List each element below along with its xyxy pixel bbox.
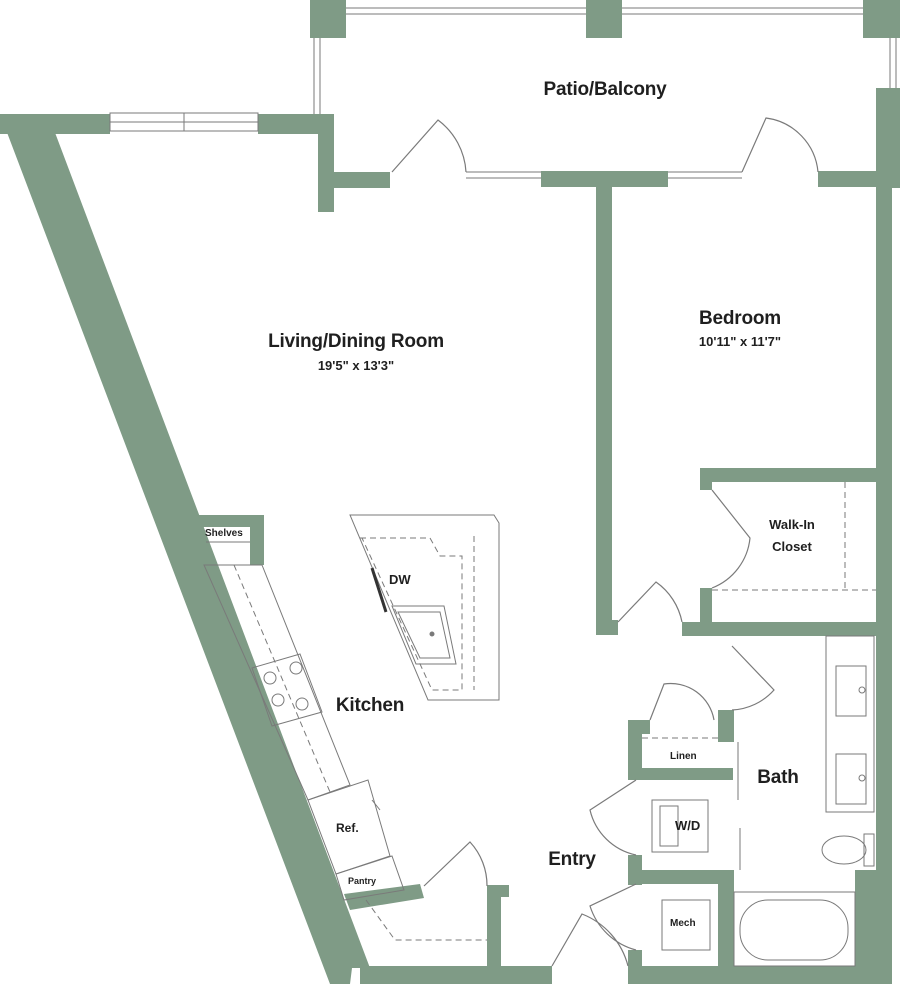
wd-label: W/D xyxy=(675,818,701,833)
closet-left-wall-top xyxy=(700,468,712,490)
door-swings xyxy=(391,117,819,967)
living-label: Living/Dining Room xyxy=(268,331,444,352)
living-top-wall-left xyxy=(0,114,110,134)
patio-left-pier-foot xyxy=(318,172,390,188)
linen-door xyxy=(649,682,715,721)
living-top-wall-right xyxy=(258,114,333,134)
sink-2 xyxy=(835,753,867,805)
patio-label: Patio/Balcony xyxy=(543,79,667,100)
bath-left-wall-bottom xyxy=(718,870,734,984)
bath-label: Bath xyxy=(757,767,799,788)
burner-3 xyxy=(271,693,285,707)
bottom-wall-right xyxy=(628,966,892,984)
mech-unit xyxy=(661,899,711,951)
shelves-label: Shelves xyxy=(205,528,243,539)
burner-2 xyxy=(289,661,303,675)
island-sink xyxy=(391,605,457,665)
bedroom-dims: 10'11" x 11'7" xyxy=(698,334,782,349)
wd-bottom-wall xyxy=(628,870,733,884)
patio-column-3 xyxy=(863,0,900,38)
bathtub xyxy=(733,891,856,967)
dw-label: DW xyxy=(389,572,411,587)
linen-bottom-wall xyxy=(628,768,733,780)
bedroom-bottom-wall-right xyxy=(682,622,892,636)
living-dims: 19'5" x 13'3" xyxy=(317,358,395,373)
bedroom-bottom-wall-left xyxy=(596,620,618,635)
cooktop xyxy=(251,653,323,727)
right-exterior-wall xyxy=(876,171,892,984)
burner-1 xyxy=(263,671,277,685)
closet-label-line2: Closet xyxy=(772,539,812,554)
kitchen-counter xyxy=(203,564,351,801)
patio-left-pier xyxy=(318,114,334,212)
pantry-wall xyxy=(344,884,424,910)
bath-fixtures xyxy=(642,635,875,967)
dishwasher-edge xyxy=(370,567,388,613)
bath-door xyxy=(731,645,775,711)
coat-closet-door xyxy=(423,841,488,887)
pantry xyxy=(335,855,405,901)
shelves-niche-top xyxy=(192,515,264,527)
wd-door xyxy=(589,779,637,856)
patio-bottom-wall-mid xyxy=(541,171,668,187)
entry-closet-top xyxy=(487,885,509,897)
linen-left-wall xyxy=(628,720,642,780)
linen-label: Linen xyxy=(670,751,697,762)
right-exterior-wall-lower xyxy=(855,870,892,984)
mech-label: Mech xyxy=(670,918,696,929)
kitchen-island xyxy=(349,514,500,701)
patio-door-left xyxy=(391,119,467,173)
refrigerator xyxy=(307,779,391,875)
closet-left-wall-bottom xyxy=(700,588,712,634)
bedroom-door xyxy=(617,581,683,623)
entry-closet-wall xyxy=(487,885,501,968)
vanity xyxy=(825,635,875,813)
closet-door xyxy=(711,489,751,589)
closet-label-line1: Walk-In xyxy=(769,517,815,532)
sink-1 xyxy=(835,665,867,717)
kitchen-label: Kitchen xyxy=(335,695,405,716)
patio-door-right xyxy=(741,117,819,173)
ref-label: Ref. xyxy=(336,821,359,835)
entry-label: Entry xyxy=(548,849,596,870)
shelves-niche-wall xyxy=(250,515,264,565)
linen-top-wall xyxy=(628,720,650,734)
toilet xyxy=(821,835,867,865)
patio-column-2 xyxy=(586,0,622,38)
washer-dryer xyxy=(651,799,709,853)
bedroom-label: Bedroom xyxy=(699,308,781,329)
closet-top-wall xyxy=(700,468,876,482)
left-exterior-wall xyxy=(0,114,370,984)
kitchen-fixtures xyxy=(203,482,876,941)
pantry-label: Pantry xyxy=(348,876,377,886)
bath-left-wall-top xyxy=(718,710,734,742)
patio-column-1 xyxy=(310,0,346,38)
burner-4 xyxy=(295,697,309,711)
bedroom-left-wall xyxy=(596,185,612,635)
windows xyxy=(109,7,897,870)
bottom-wall-left xyxy=(360,966,552,984)
mech-door xyxy=(589,883,637,951)
front-door xyxy=(551,913,629,967)
